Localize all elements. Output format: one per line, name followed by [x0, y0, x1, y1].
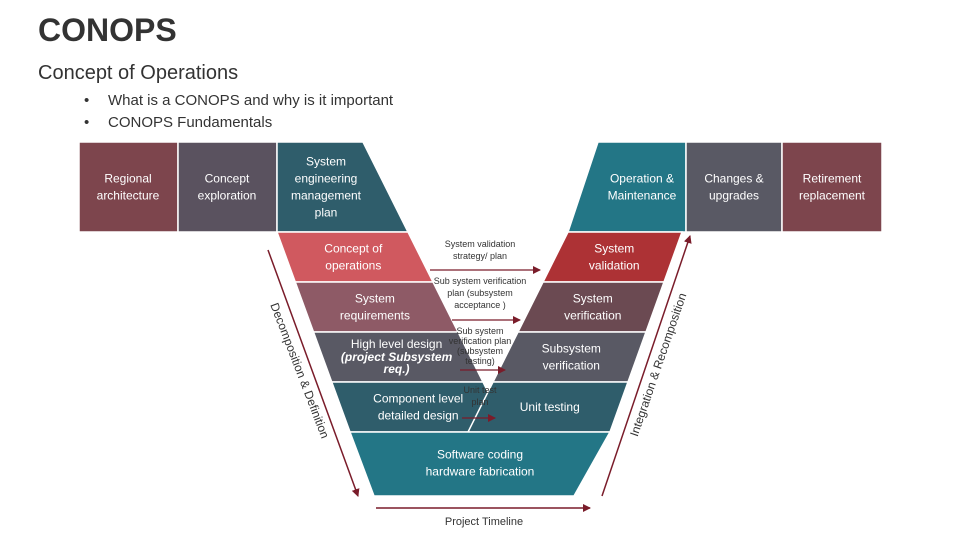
plan-label: Unit test plan — [463, 385, 497, 407]
plan-label-line: strategy/ plan — [453, 251, 507, 261]
left-level-label: High level design — [351, 337, 442, 351]
plan-label-line: (subsystem — [457, 346, 503, 356]
page-title: CONOPS — [38, 12, 177, 48]
page-subtitle: Concept of Operations — [38, 62, 239, 84]
integration-arrow — [601, 235, 692, 497]
top-left-label-line: Concept — [205, 172, 250, 186]
top-right-label-line: upgrades — [709, 189, 759, 203]
right-level-label: System validation — [589, 242, 640, 273]
left-level-label: System requirements — [340, 292, 410, 323]
left-level-box — [294, 281, 460, 333]
top-right-label-line: Maintenance — [608, 189, 677, 203]
plan-label-line: verification plan — [449, 336, 512, 346]
bottom-label-line: Software coding — [437, 448, 523, 462]
right-level-box — [491, 331, 648, 383]
top-left-label: Regional architecture — [97, 172, 160, 203]
top-right-box — [566, 141, 687, 233]
right-level-label: System verification — [564, 292, 621, 323]
left-level-label-line: System — [355, 292, 395, 306]
top-left-box — [177, 141, 278, 233]
left-level-box — [275, 231, 435, 283]
top-right-label: Operation & Maintenance — [608, 172, 677, 203]
left-level-label-line: Concept of — [324, 242, 383, 256]
left-level-note-line: (project Subsystem — [341, 350, 453, 364]
top-left-label-line: engineering — [295, 172, 358, 186]
top-left-label-line: management — [291, 189, 362, 203]
plan-label-line: Sub system — [456, 326, 503, 336]
left-level-label-line: requirements — [340, 309, 410, 323]
bullet-list: What is a CONOPS and why is it important… — [84, 90, 393, 134]
decomposition-arrow — [267, 249, 360, 497]
right-level-label-line: System — [573, 292, 613, 306]
right-level-label-line: verification — [564, 309, 621, 323]
top-left-label-line: Regional — [104, 172, 151, 186]
bottom-label: Software coding hardware fabrication — [426, 448, 535, 479]
top-left-label-line: exploration — [198, 189, 257, 203]
bullet-item: What is a CONOPS and why is it important — [84, 90, 393, 112]
plan-label-line: plan (subsystem — [447, 288, 513, 298]
left-level-label-line: detailed design — [378, 409, 459, 423]
right-level-box — [516, 281, 666, 333]
plan-label: Sub system verification plan (subsystem ac… — [434, 276, 527, 310]
right-level-label-line: Unit testing — [520, 400, 580, 414]
plan-label-line: plan — [471, 397, 488, 407]
plan-label-line: Sub system verification — [434, 276, 527, 286]
right-level-label-line: System — [594, 242, 634, 256]
top-right-label: Retirement replacement — [799, 172, 866, 203]
bottom-label-line: hardware fabrication — [426, 465, 535, 479]
right-level-label-line: Subsystem — [542, 342, 601, 356]
right-level-label: Unit testing — [520, 400, 580, 414]
timeline-label: Project Timeline — [445, 516, 523, 528]
bullet-item: CONOPS Fundamentals — [84, 112, 393, 134]
top-left-label-line: architecture — [97, 189, 160, 203]
plan-label-line: acceptance ) — [454, 300, 506, 310]
top-left-label: Concept exploration — [198, 172, 257, 203]
top-right-label-line: replacement — [799, 189, 866, 203]
left-level-label-line: High level design — [351, 337, 442, 351]
plan-label-line: System validation — [445, 239, 516, 249]
top-left-label-line: System — [306, 155, 346, 169]
right-level-box — [541, 231, 684, 283]
right-level-label-line: validation — [589, 259, 640, 273]
top-right-label-line: Retirement — [803, 172, 862, 186]
top-right-label: Changes & upgrades — [704, 172, 763, 203]
right-level-label: Subsystem verification — [542, 342, 601, 373]
top-right-label-line: Changes & — [704, 172, 763, 186]
plan-label-line: testing) — [465, 356, 495, 366]
bottom-box — [348, 431, 612, 497]
top-right-label-line: Operation & — [610, 172, 674, 186]
top-right-box — [781, 141, 883, 233]
top-left-label-line: plan — [315, 206, 338, 220]
plan-label: System validation strategy/ plan — [445, 239, 516, 261]
top-right-box — [685, 141, 783, 233]
left-level-label-line: operations — [325, 259, 381, 273]
left-level-label-line: Component level — [373, 392, 463, 406]
top-left-label: System engineering management plan — [291, 155, 362, 220]
plan-label-line: Unit test — [463, 385, 497, 395]
right-level-label-line: verification — [543, 359, 600, 373]
left-level-label: Concept of operations — [324, 242, 383, 273]
left-level-label: Component level detailed design — [373, 392, 463, 423]
top-left-box — [78, 141, 179, 233]
left-level-note-line: req.) — [384, 362, 410, 376]
